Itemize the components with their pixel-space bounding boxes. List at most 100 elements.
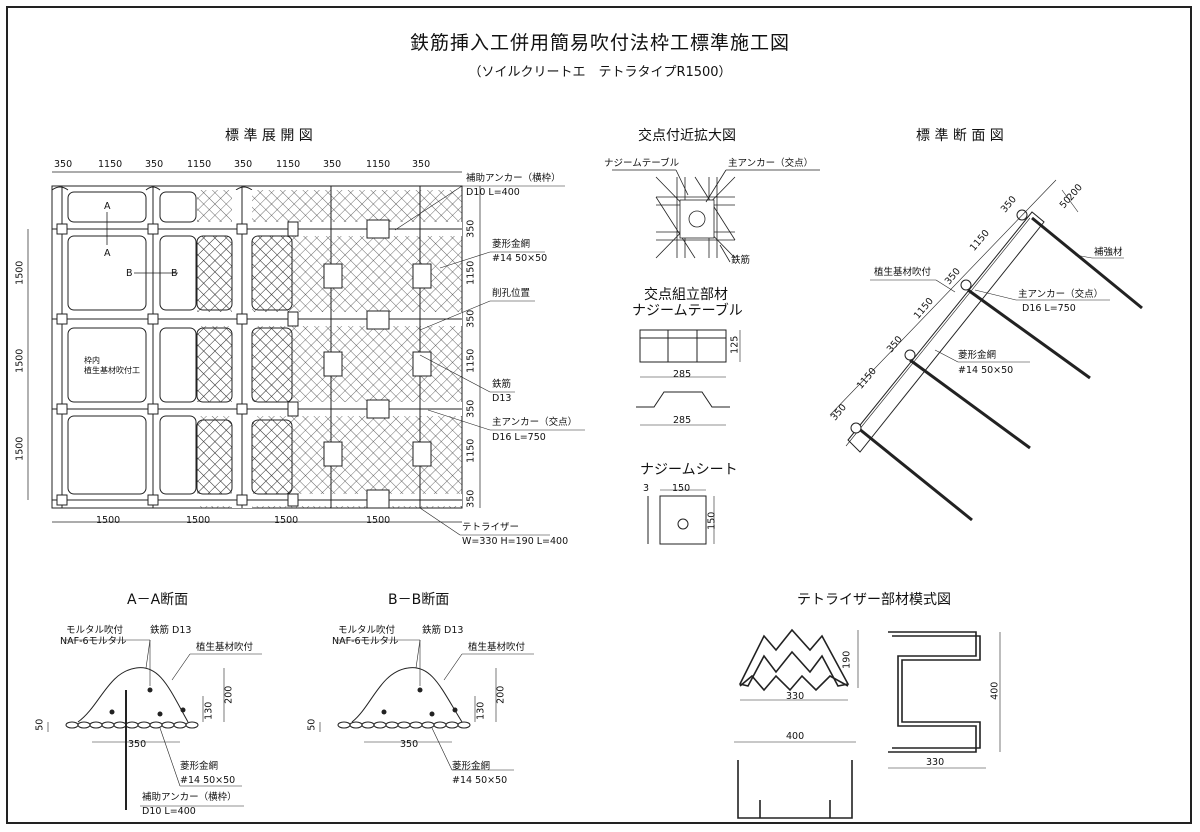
- plan-right-dim: 350: [465, 309, 477, 328]
- aa-h130: 130: [203, 701, 215, 720]
- main-anchor-spec: D16 L=750: [492, 432, 546, 443]
- plan-top-dim: 350: [145, 159, 164, 170]
- plan-right-dim: 1150: [465, 438, 477, 463]
- bb-heading: B－B断面: [388, 592, 450, 608]
- assembly-width: 285: [673, 415, 692, 426]
- sheet-part: [647, 489, 715, 545]
- tetra-h190: 190: [841, 650, 853, 669]
- plan-right-dim: 1150: [465, 260, 477, 285]
- junction-detail: [612, 169, 820, 263]
- reinforcement-label: 補強材: [1094, 247, 1123, 258]
- plan-bottom-dim: 1500: [186, 515, 211, 526]
- plan-left-dim: 1500: [14, 260, 26, 285]
- tetra-label: テトライザー: [462, 522, 520, 533]
- plan-right-dim: 350: [465, 489, 477, 508]
- plan-top-dim: 1150: [276, 159, 301, 170]
- bb-w350: 350: [400, 739, 419, 750]
- sheet-thickness: 3: [643, 483, 650, 494]
- aa-heading: A－A断面: [127, 592, 189, 608]
- detail-anchor-label: 主アンカー（交点）: [728, 158, 814, 169]
- plan-right-dim: 1150: [465, 348, 477, 373]
- tetra-h400: 400: [989, 681, 1001, 700]
- aa-aux-label: 補助アンカー（横枠）: [142, 792, 237, 803]
- mesh-spec: #14 50×50: [492, 253, 548, 264]
- standard-section: [829, 179, 1143, 522]
- plan-top-dim: 350: [412, 159, 431, 170]
- drawing-subtitle: （ソイルクリートエ テトラタイプR1500）: [468, 65, 732, 80]
- std-anchor-label: 主アンカー（交点）: [1018, 289, 1104, 300]
- drawing-frame: [6, 6, 1192, 824]
- aa-mortar-spec: NAF-6モルタル: [60, 636, 127, 647]
- plan-left-dim: 1500: [14, 436, 26, 461]
- plan-top-dim: 350: [323, 159, 342, 170]
- section-marker-a: A: [104, 201, 111, 212]
- hole-label: 削孔位置: [492, 288, 531, 299]
- tetra-w400: 400: [786, 731, 805, 742]
- plan-bottom-dim: 1500: [274, 515, 299, 526]
- plan-top-dim: 1150: [366, 159, 391, 170]
- mesh-label: 菱形金網: [492, 239, 531, 250]
- aa-rebar-label: 鉄筋 D13: [150, 625, 192, 636]
- plan-left-dim: 1500: [14, 348, 26, 373]
- plan-top-dim: 1150: [187, 159, 212, 170]
- aa-h50: 50: [34, 718, 46, 731]
- assembly-width: 285: [673, 369, 692, 380]
- aa-mesh-label: 菱形金網: [180, 761, 219, 772]
- std-anchor-spec: D16 L=750: [1022, 303, 1076, 314]
- bb-veg-label: 植生基材吹付: [468, 642, 526, 653]
- assembly-height: 125: [729, 335, 741, 354]
- detail-table-label: ナジームテーブル: [604, 158, 680, 169]
- bb-mesh-spec: #14 50×50: [452, 775, 508, 786]
- rebar-spec: D13: [492, 393, 512, 404]
- sheet-heading: ナジームシート: [640, 462, 738, 478]
- aa-w350: 350: [128, 739, 147, 750]
- bb-h50: 50: [306, 718, 318, 731]
- section-marker-a: A: [104, 248, 111, 259]
- std-mesh-spec: #14 50×50: [958, 365, 1014, 376]
- plan-right-dim: 350: [465, 219, 477, 238]
- assembly-heading-1: 交点組立部材: [644, 287, 728, 303]
- aa-h200: 200: [223, 685, 235, 704]
- bb-h130: 130: [475, 701, 487, 720]
- bb-mesh-label: 菱形金網: [452, 761, 491, 772]
- aa-mortar-label: モルタル吹付: [66, 625, 124, 636]
- inner-label: 枠内: [84, 356, 100, 365]
- assembly-heading-2: ナジームテーブル: [632, 303, 743, 319]
- plan-right-dim: 350: [465, 399, 477, 418]
- aa-veg-label: 植生基材吹付: [196, 642, 254, 653]
- tetra-schematic: [734, 628, 1001, 819]
- sheet-width: 150: [672, 483, 691, 494]
- aa-section: [47, 639, 262, 810]
- tetra-w330b: 330: [926, 757, 945, 768]
- plan-bottom-dim: 1500: [366, 515, 391, 526]
- plan-heading: 標 準 展 開 図: [225, 128, 313, 144]
- main-anchor-label: 主アンカー（交点）: [492, 417, 578, 428]
- aux-anchor-spec: D10 L=400: [466, 187, 520, 198]
- plan-top-dim: 350: [234, 159, 253, 170]
- aa-aux-spec: D10 L=400: [142, 806, 196, 817]
- bb-h200: 200: [495, 685, 507, 704]
- plan-bottom-dim: 1500: [96, 515, 121, 526]
- bb-mortar-label: モルタル吹付: [338, 625, 396, 636]
- tetra-heading: テトライザー部材模式図: [797, 592, 951, 608]
- aux-anchor-label: 補助アンカー（横枠）: [466, 173, 561, 184]
- tetra-spec: W=330 H=190 L=400: [462, 536, 569, 547]
- veg-label: 植生基材吹付: [874, 267, 932, 278]
- plan-top-dim: 350: [54, 159, 73, 170]
- rebar-label: 鉄筋: [492, 379, 512, 390]
- bb-section: [319, 639, 534, 771]
- std-mesh-label: 菱形金網: [958, 350, 997, 361]
- section-heading: 標 準 断 面 図: [916, 128, 1004, 144]
- bb-rebar-label: 鉄筋 D13: [422, 625, 464, 636]
- section-marker-b: B: [126, 268, 133, 279]
- detail-rebar-label: 鉄筋: [731, 255, 751, 266]
- aa-mesh-spec: #14 50×50: [180, 775, 236, 786]
- assembly-part: [636, 329, 741, 426]
- plan-top-dim: 1150: [98, 159, 123, 170]
- tetra-w330: 330: [786, 691, 805, 702]
- inner-label: 植生基材吹付工: [84, 366, 140, 375]
- frame-openings: [67, 191, 197, 495]
- bb-mortar-spec: NAF-6モルタル: [332, 636, 399, 647]
- sheet-height: 150: [706, 511, 718, 530]
- plan-view: [27, 171, 585, 536]
